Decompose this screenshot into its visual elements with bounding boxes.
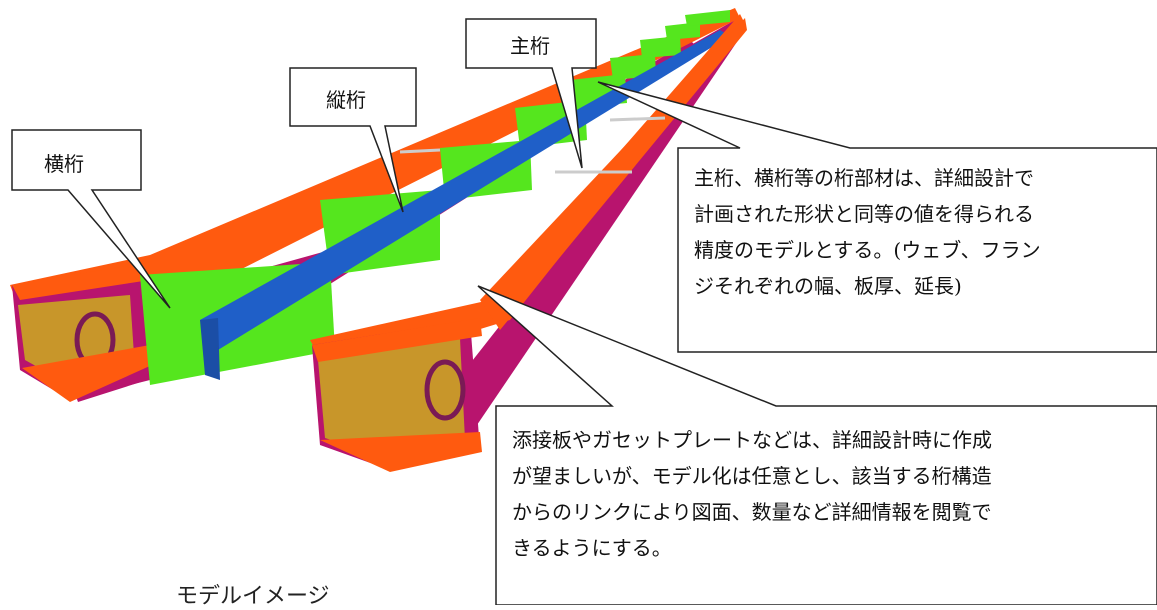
stringer xyxy=(200,30,730,380)
callout-girder-members-note xyxy=(597,81,1157,353)
label-cross-beam: 横桁 xyxy=(44,152,84,176)
note-splice-plates: 添接板やガセットプレートなどは、詳細設計時に作成 が望ましいが、モデル化は任意と… xyxy=(512,428,992,560)
model-image-caption: モデルイメージ xyxy=(176,584,330,609)
note-girder-members: 主桁、横桁等の桁部材は、詳細設計で 計画された形状と同等の値を得られる 精度のモ… xyxy=(694,166,1041,298)
label-stringer: 縦桁 xyxy=(326,88,366,112)
callout-stringer xyxy=(289,67,417,213)
callout-cross-beam xyxy=(11,129,171,309)
right-main-girder xyxy=(310,14,747,472)
label-main-girder: 主桁 xyxy=(510,34,550,58)
callout-splice-plates-note xyxy=(477,285,1157,605)
callout-main-girder xyxy=(465,18,597,169)
